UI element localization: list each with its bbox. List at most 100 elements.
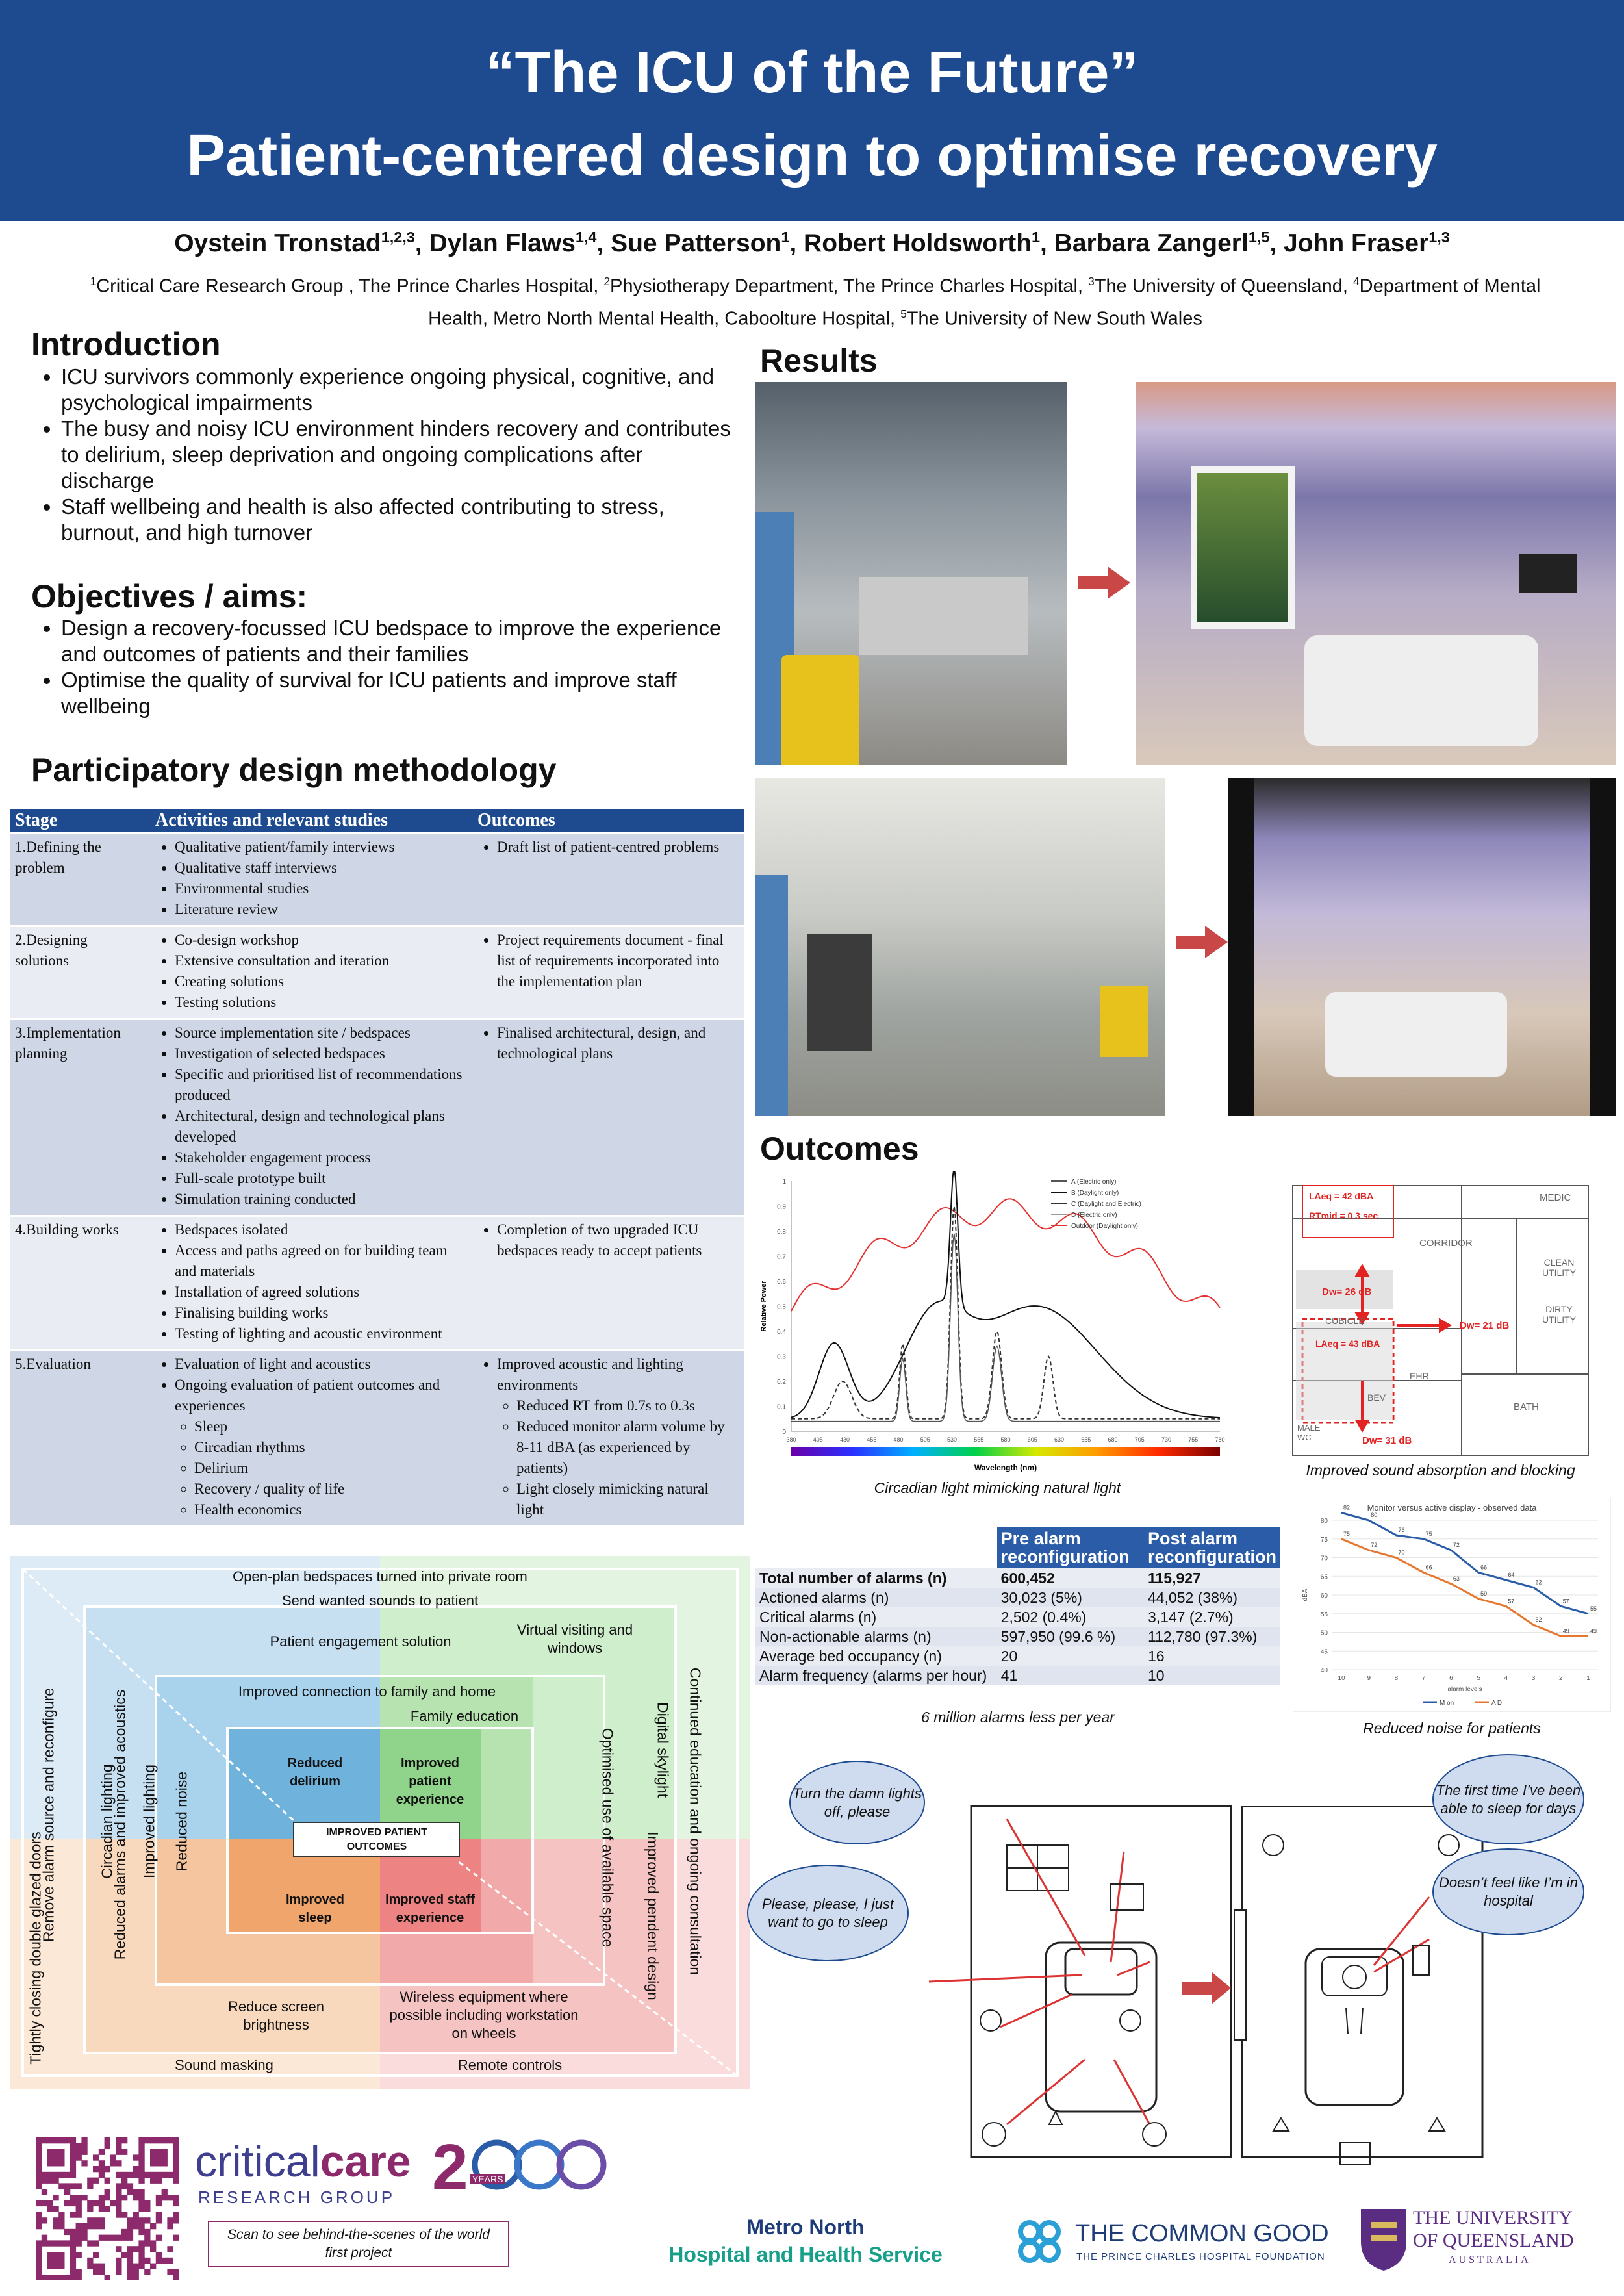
x-tick-label: 8 xyxy=(1395,1675,1399,1682)
floorplan-rt: RTmid = 0.3 sec xyxy=(1309,1210,1378,1221)
series-line-outdoor xyxy=(791,1198,1221,1312)
qr-module xyxy=(87,2257,94,2264)
sub-activity-item: Delirium xyxy=(194,1458,467,1479)
qr-module xyxy=(116,2183,122,2189)
author-affiliation-marker: 1,5 xyxy=(1248,229,1270,246)
qr-module xyxy=(70,2240,77,2247)
qr-module xyxy=(93,2252,99,2258)
objectives-heading: Objectives / aims: xyxy=(31,578,308,615)
qr-module xyxy=(161,2171,168,2178)
floorplan-laeq1: LAeq = 42 dBA xyxy=(1309,1191,1374,1201)
qr-module xyxy=(58,2263,65,2269)
activity-item: Environmental studies xyxy=(175,878,467,899)
sub-activity-item: Health economics xyxy=(194,1499,467,1520)
data-label: 66 xyxy=(1480,1564,1487,1571)
qr-module xyxy=(133,2275,139,2280)
bubble-first-time: The first time I’ve been able to sleep f… xyxy=(1432,1754,1584,1844)
qr-module xyxy=(121,2183,128,2189)
qr-module xyxy=(47,2257,53,2264)
qr-module xyxy=(116,2160,122,2167)
qr-module xyxy=(104,2234,110,2241)
series-line-b xyxy=(791,1171,1221,1418)
diagram-remove-alarm: Remove alarm source and reconfigure xyxy=(40,1687,57,1943)
x-tick-label: 680 xyxy=(1108,1436,1117,1443)
qr-module xyxy=(75,2206,82,2212)
data-label: 75 xyxy=(1343,1531,1350,1537)
qr-module xyxy=(36,2240,42,2247)
alarm-header-blank xyxy=(755,1527,997,1568)
x-tick-label: 630 xyxy=(1054,1436,1064,1443)
diagram-improved-staff: Improved staff experience xyxy=(385,1893,475,1925)
data-label: 75 xyxy=(1426,1531,1432,1537)
qr-module xyxy=(64,2189,71,2195)
author-affiliation-marker: 1 xyxy=(1032,229,1041,246)
qr-module xyxy=(127,2223,134,2230)
outcomes-cell: Finalised architectural, design, and tec… xyxy=(472,1018,744,1216)
qr-module xyxy=(53,2171,59,2178)
diagram-continued: Continued education and ongoing consulta… xyxy=(687,1667,704,1976)
qr-module xyxy=(138,2257,145,2264)
spectrum-bar xyxy=(791,1447,1220,1456)
y-tick-label: 50 xyxy=(1321,1630,1328,1637)
qr-module xyxy=(75,2154,82,2161)
qr-module xyxy=(75,2149,82,2155)
qr-module xyxy=(98,2206,105,2212)
y-tick-label: 0.7 xyxy=(777,1254,786,1261)
sub-outcome-item: Light closely mimicking natural light xyxy=(516,1479,739,1520)
alarm-row-value: 16 xyxy=(1143,1646,1280,1666)
bullet-item: Design a recovery-focussed ICU bedspace … xyxy=(61,615,737,667)
qr-module xyxy=(144,2217,151,2224)
diagram-open-plan: Open-plan bedspaces turned into private … xyxy=(233,1568,527,1585)
qr-module xyxy=(36,2154,42,2161)
qr-module xyxy=(133,2269,139,2275)
qr-module xyxy=(138,2160,145,2167)
x-tick-label: 455 xyxy=(867,1436,876,1443)
qr-module xyxy=(75,2200,82,2207)
qr-module xyxy=(53,2252,59,2258)
qr-module xyxy=(70,2212,77,2218)
qr-module xyxy=(127,2189,134,2195)
activities-cell: Co-design workshopExtensive consultation… xyxy=(150,925,472,1019)
table-row: 3.Implementation planningSource implemen… xyxy=(10,1018,744,1216)
alarm-table: Pre alarm reconfiguration Post alarm rec… xyxy=(755,1527,1280,1685)
activities-cell: Qualitative patient/family interviewsQua… xyxy=(150,832,472,926)
qr-module xyxy=(93,2200,99,2207)
qr-module xyxy=(93,2154,99,2161)
qr-module xyxy=(70,2257,77,2264)
years-label: YEARS xyxy=(470,2174,506,2184)
activity-item: Installation of agreed solutions xyxy=(175,1282,467,1303)
diagram-connection: Improved connection to family and home xyxy=(238,1683,496,1700)
qr-module xyxy=(70,2200,77,2207)
qr-module xyxy=(110,2160,116,2167)
qr-module xyxy=(87,2177,94,2184)
qr-module xyxy=(155,2160,162,2167)
alarm-row-value: 600,452 xyxy=(996,1568,1144,1588)
x-tick-label: 480 xyxy=(893,1436,903,1443)
series-line xyxy=(1341,1512,1589,1615)
qr-module xyxy=(75,2143,82,2150)
qr-module xyxy=(47,2149,53,2155)
qr-module xyxy=(133,2189,139,2195)
qr-module xyxy=(41,2177,48,2184)
qr-module xyxy=(161,2195,168,2201)
qr-module xyxy=(116,2200,122,2207)
bedspace-illustration xyxy=(747,1748,1618,2170)
qr-module xyxy=(167,2223,173,2230)
qr-module xyxy=(53,2217,59,2224)
qr-module xyxy=(138,2166,145,2173)
activity-item: Ongoing evaluation of patient outcomes a… xyxy=(175,1375,467,1520)
stage-cell: 2.Designing solutions xyxy=(10,925,150,1019)
qr-module xyxy=(127,2217,134,2224)
alarm-row-value: 115,927 xyxy=(1143,1568,1280,1588)
y-tick-label: 0.9 xyxy=(777,1204,786,1211)
qr-module xyxy=(138,2171,145,2178)
qr-module xyxy=(110,2154,116,2161)
qr-module xyxy=(167,2217,173,2224)
qr-module xyxy=(138,2200,145,2207)
affiliation-text: Physiotherapy Department, The Prince Cha… xyxy=(610,275,1089,297)
photo-new-icu-2 xyxy=(1228,778,1616,1116)
y-tick-label: 0.6 xyxy=(777,1279,786,1286)
qr-module xyxy=(98,2263,105,2269)
qr-module xyxy=(70,2269,77,2275)
qr-module xyxy=(70,2154,77,2161)
